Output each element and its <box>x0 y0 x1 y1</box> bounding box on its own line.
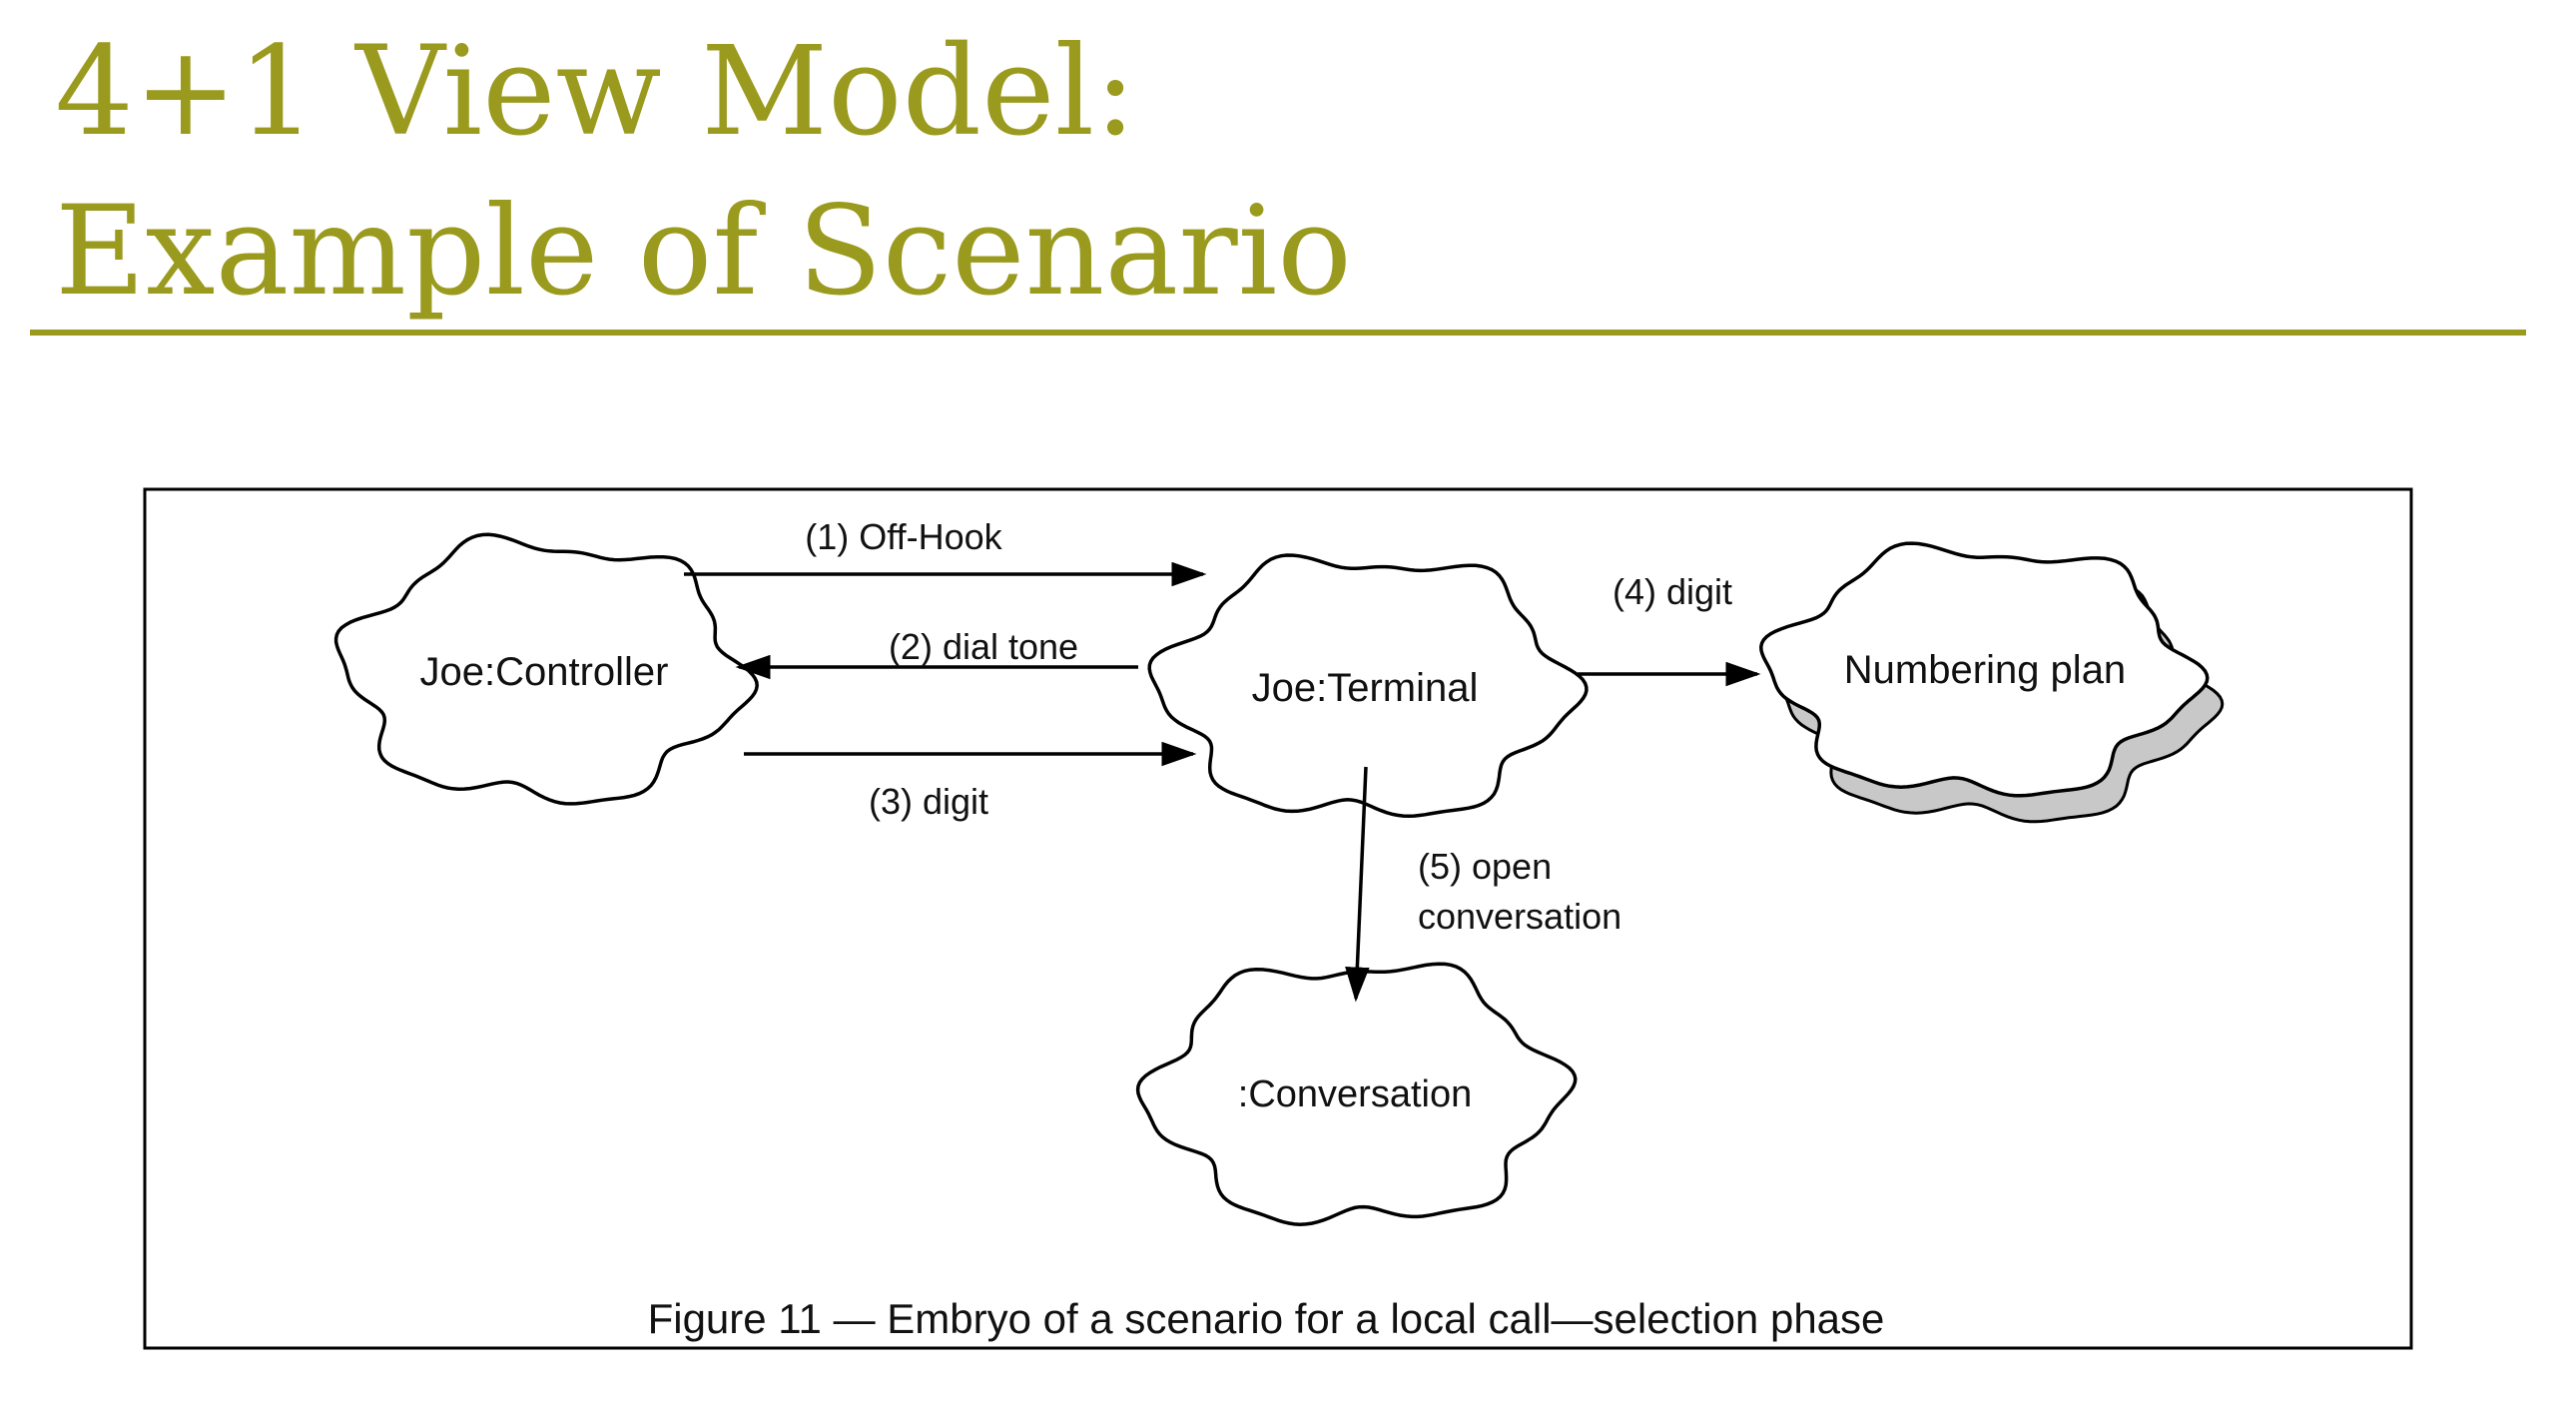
message-label-5-line-2: conversation <box>1418 896 1621 937</box>
numbering-plan-cloud <box>1759 541 2210 798</box>
controller-label: Joe:Controller <box>419 650 668 694</box>
terminal-cloud <box>1147 553 1589 819</box>
terminal-label: Joe:Terminal <box>1252 666 1479 710</box>
title-underline <box>30 330 2526 336</box>
slide-title-line-2: Example of Scenario <box>55 180 1352 324</box>
message-label-5-line-1: (5) open <box>1418 846 1552 887</box>
conversation-cloud <box>1135 962 1578 1226</box>
conversation-label: :Conversation <box>1238 1073 1472 1115</box>
message-label-4: (4) digit <box>1612 571 1732 612</box>
message-label-2: (2) dial tone <box>889 626 1078 667</box>
message-label-3: (3) digit <box>869 781 988 822</box>
figure-frame <box>143 487 2413 1350</box>
arrow-open-conversation <box>1345 766 1370 1003</box>
numbering-plan-label: Numbering plan <box>1844 648 2126 692</box>
controller-cloud <box>333 532 759 806</box>
message-label-1: (1) Off-Hook <box>805 516 1002 557</box>
figure-caption: Figure 11 — Embryo of a scenario for a l… <box>648 1295 1885 1342</box>
slide-title-line-1: 4+1 View Model: <box>55 20 1136 164</box>
